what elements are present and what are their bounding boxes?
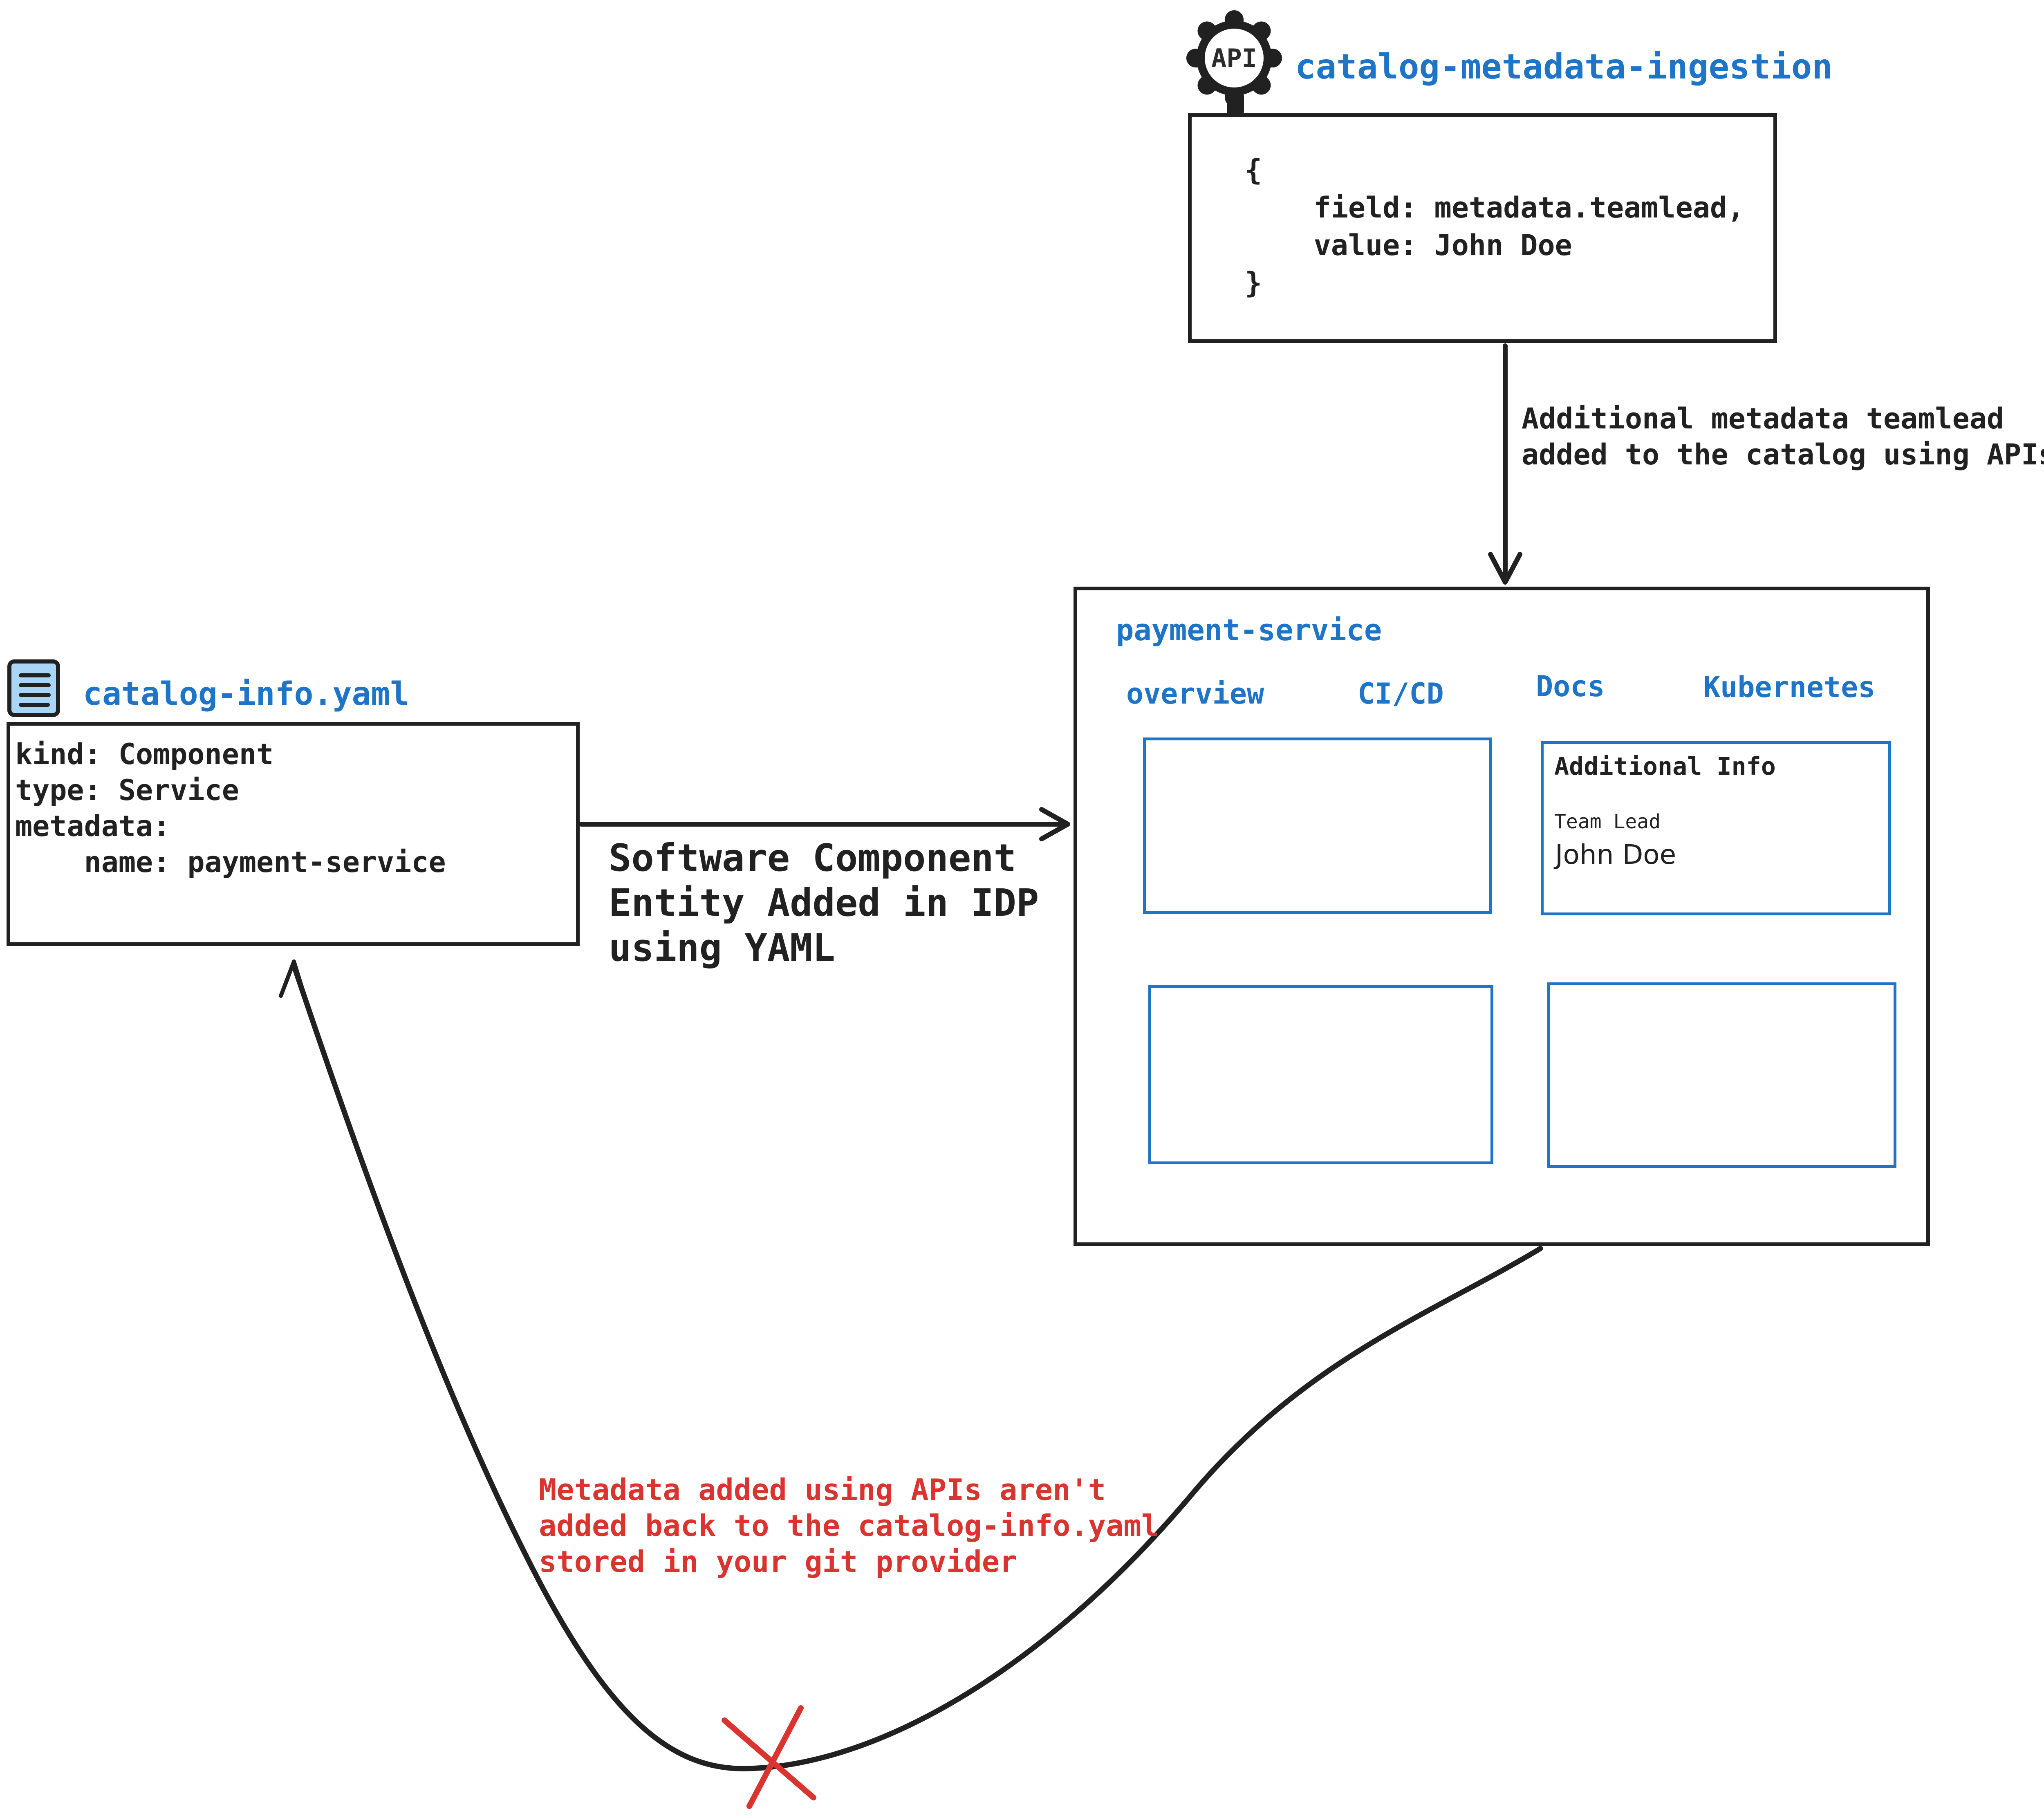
blocked-x-icon	[722, 1705, 816, 1809]
idp-panel-top-left	[1143, 738, 1492, 914]
additional-info-heading: Additional Info	[1554, 752, 1776, 781]
tab-docs[interactable]: Docs	[1536, 670, 1605, 703]
tab-cicd[interactable]: CI/CD	[1358, 677, 1444, 711]
yaml-file-code: kind: Component type: Service metadata: …	[15, 738, 446, 879]
gear-api-icon-label: API	[1211, 43, 1257, 73]
gear-api-icon: API	[1186, 9, 1282, 107]
idp-panel-additional-info: Additional Info Team Lead John Doe	[1541, 741, 1891, 915]
api-service-title: catalog-metadata-ingestion	[1295, 47, 1833, 87]
yaml-arrow-label: Software Component Entity Added in IDP u…	[609, 836, 1039, 970]
warning-note: Metadata added using APIs aren't added b…	[539, 1473, 1159, 1579]
team-lead-value: John Doe	[1555, 839, 1676, 870]
api-to-idp-arrow	[1488, 343, 1522, 585]
tab-overview[interactable]: overview	[1126, 677, 1264, 711]
team-lead-label: Team Lead	[1554, 810, 1661, 833]
idp-window: payment-service overview CI/CD Docs Kube…	[1074, 587, 1930, 1246]
idp-entity-title: payment-service	[1116, 613, 1382, 647]
ingest-arrow-label: Additional metadata teamlead added to th…	[1522, 402, 2044, 471]
api-payload-code: { field: metadata.teamlead, value: John …	[1245, 153, 1745, 300]
idp-panel-bottom-right	[1547, 982, 1896, 1168]
api-payload-box: { field: metadata.teamlead, value: John …	[1188, 113, 1777, 343]
yaml-to-idp-arrow	[579, 807, 1070, 841]
yaml-file-box: kind: Component type: Service metadata: …	[7, 722, 580, 946]
yaml-file-title: catalog-info.yaml	[83, 676, 410, 713]
idp-panel-bottom-left	[1148, 985, 1493, 1164]
yaml-file-icon	[7, 659, 61, 717]
tab-kubernetes[interactable]: Kubernetes	[1703, 670, 1876, 704]
idp-to-yaml-curve	[279, 959, 1543, 1771]
